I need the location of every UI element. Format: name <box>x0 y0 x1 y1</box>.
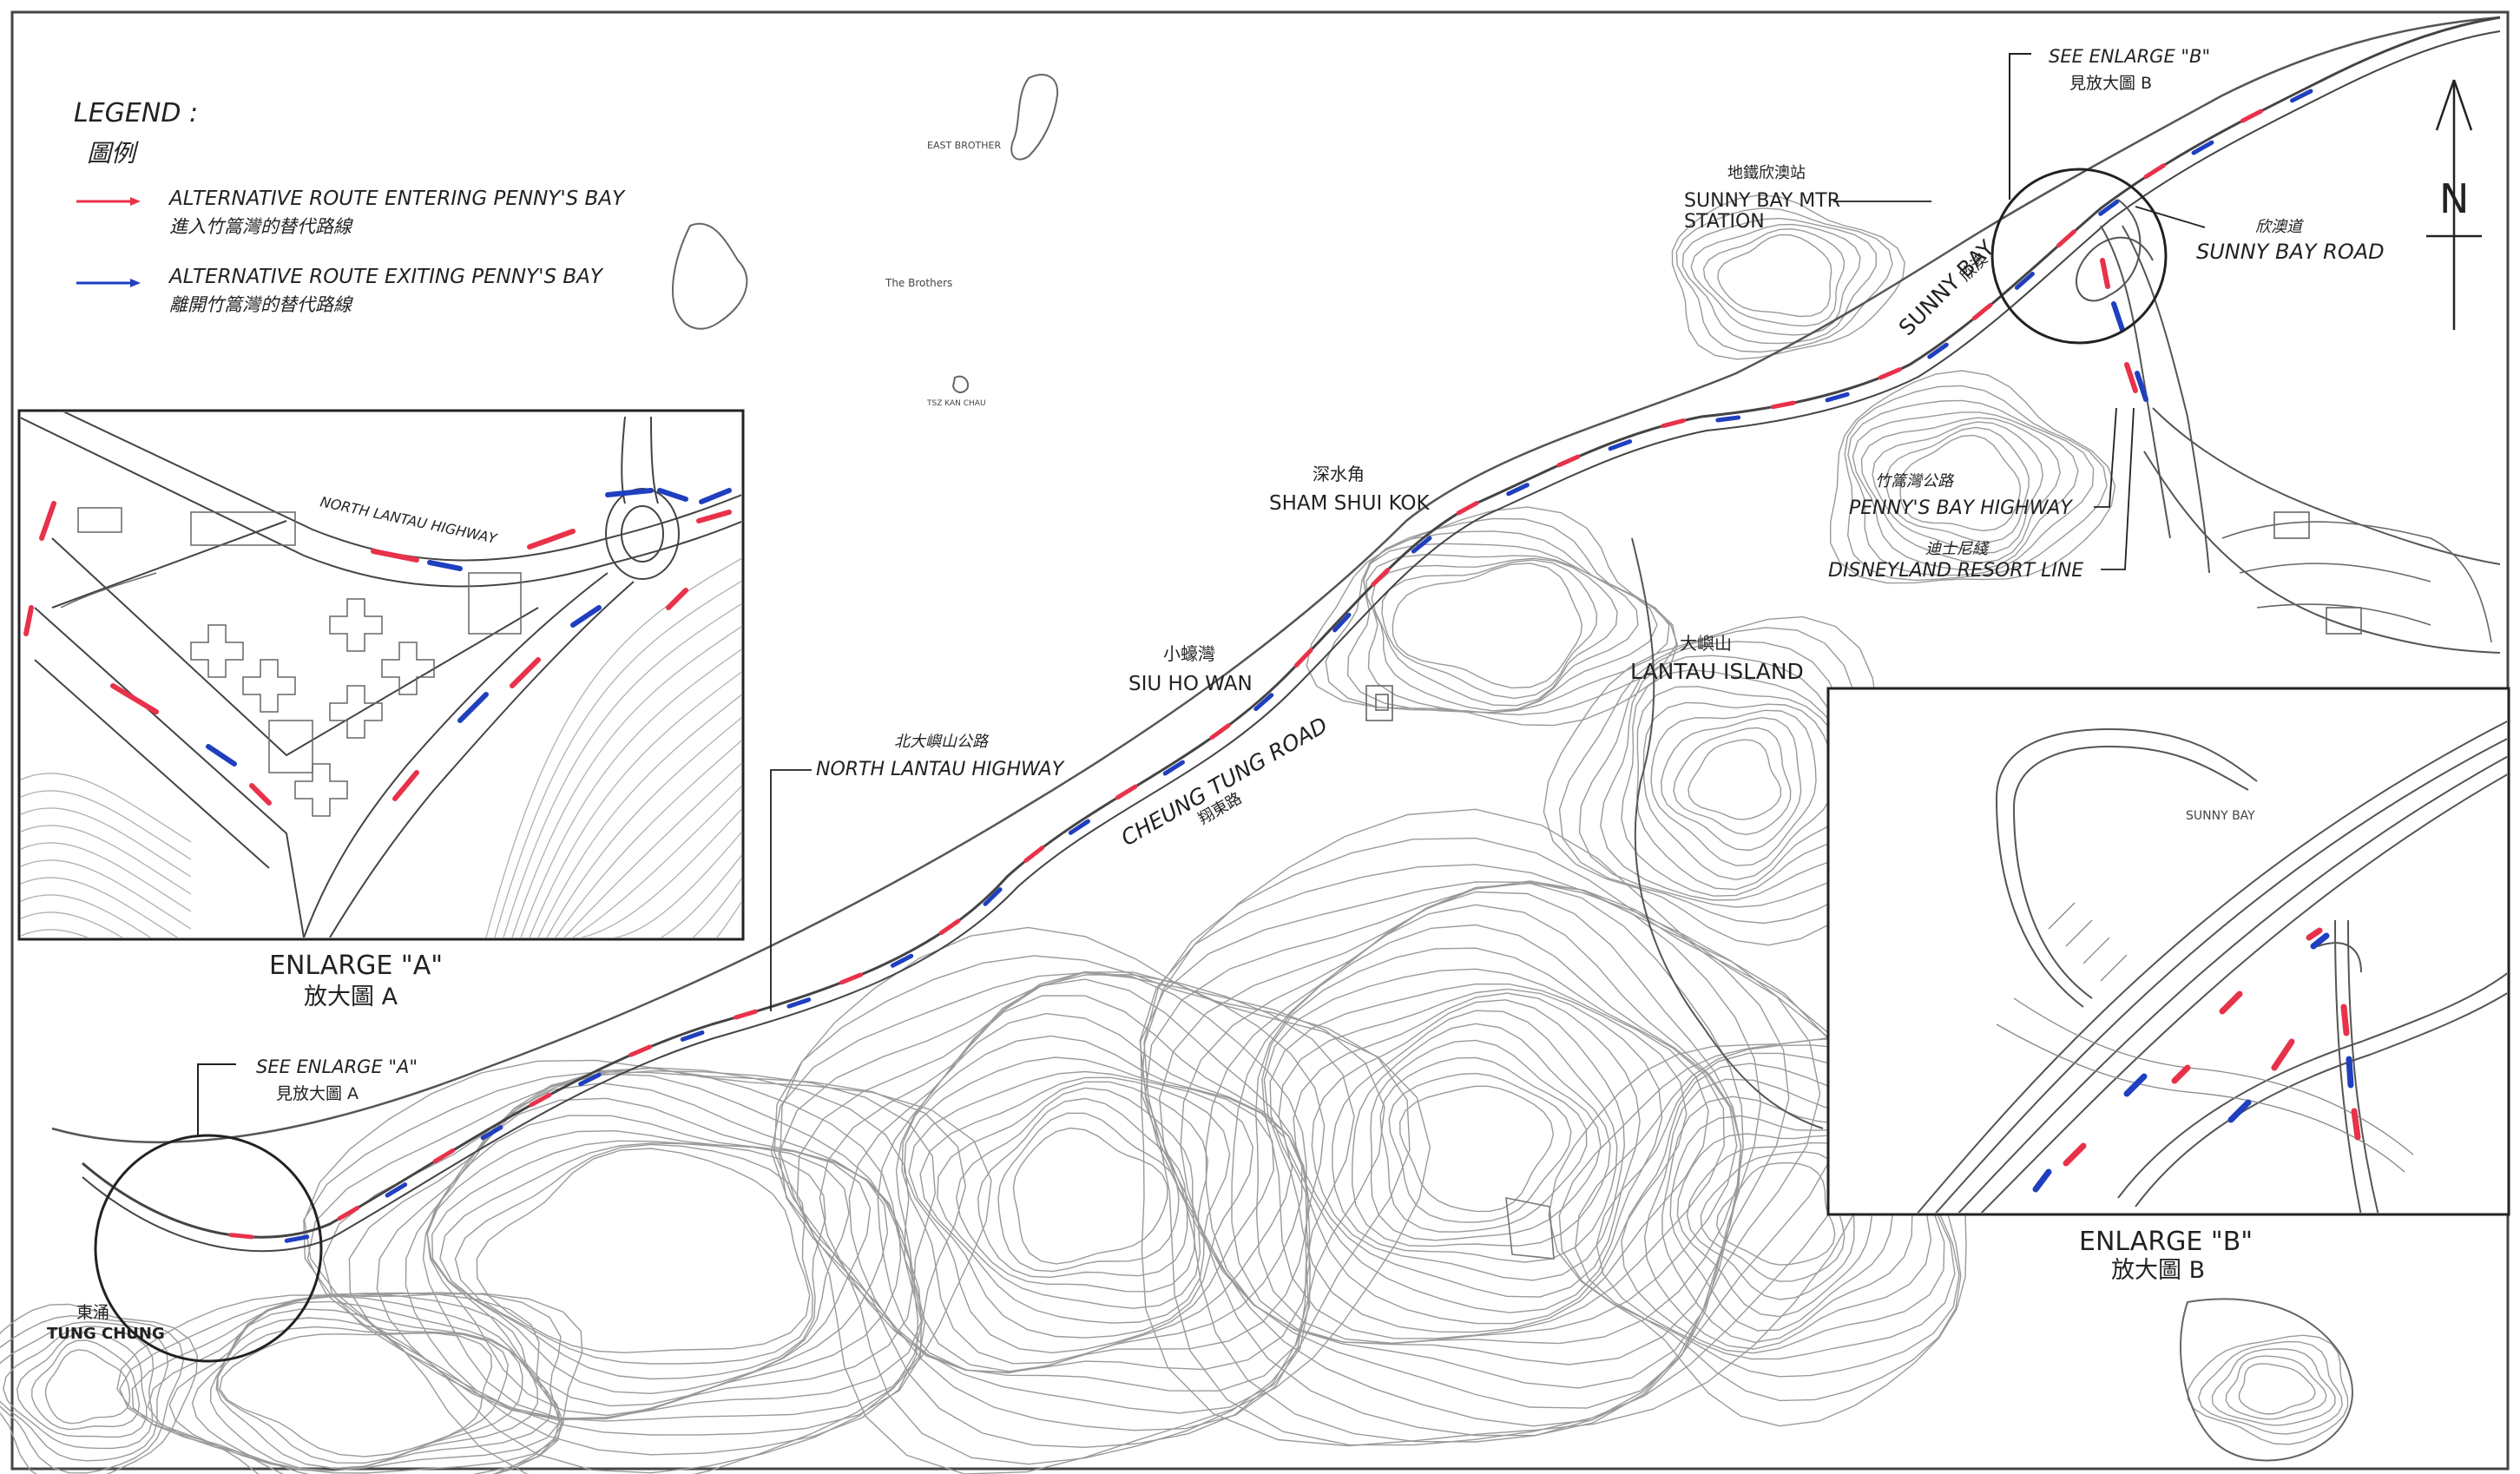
cheung-tung-road-label: CHEUNG TUNG ROAD <box>1117 712 1332 851</box>
siu-ho-wan-label-zh: 小蠔灣 <box>1163 643 1215 664</box>
enlarge-a-title: ENLARGE "A" <box>269 951 443 981</box>
enlarge-a-callout: SEE ENLARGE "A" 見放大圖 A <box>94 1056 418 1363</box>
enlarge-b-title-zh: 放大圖 B <box>2111 1257 2205 1284</box>
north-lantau-highway-edge <box>82 30 2501 1253</box>
pennys-bay-development <box>2221 511 2492 643</box>
siu-ho-wan-label: SIU HO WAN <box>1128 673 1253 695</box>
sunny-bay-road-label-zh: 欣澳道 <box>2255 218 2305 236</box>
legend-exiting-label: ALTERNATIVE ROUTE EXITING PENNY'S BAY <box>168 266 604 288</box>
peng-chau-island <box>2179 1298 2353 1462</box>
enlarge-b-sunny-bay-label: SUNNY BAY <box>2186 809 2255 823</box>
north-arrow-label: N <box>2439 175 2469 222</box>
station-label: STATION <box>1684 211 1765 233</box>
reservoir <box>1505 1197 1555 1260</box>
coastline-bay <box>1631 537 1824 1129</box>
pennys-bay-highway-label: PENNY'S BAY HIGHWAY <box>1849 497 2073 519</box>
sunny-bay-road-label: SUNNY BAY ROAD <box>2196 240 2385 264</box>
north-lantau-highway <box>82 16 2501 1239</box>
legend-title: LEGEND : <box>74 98 198 128</box>
lantau-label-zh: 大嶼山 <box>1680 633 1732 654</box>
enlarge-b-callout: SEE ENLARGE "B" 見放大圖 B <box>1990 46 2210 345</box>
legend-entering-label: ALTERNATIVE ROUTE ENTERING PENNY'S BAY <box>168 188 626 210</box>
enlarge-b-title: ENLARGE "B" <box>2079 1227 2253 1257</box>
see-enlarge-b: SEE ENLARGE "B" <box>2049 46 2210 67</box>
disneyland-line-label-zh: 迪士尼綫 <box>1925 540 1990 558</box>
west-brother-island <box>672 222 748 330</box>
legend-exiting-label-zh: 離開竹篙灣的替代路線 <box>169 294 353 315</box>
east-brother-island <box>1010 74 1059 161</box>
pennys-bay-highway-label-zh: 竹篙灣公路 <box>1875 472 1955 490</box>
nlh-label-zh: 北大嶼山公路 <box>894 733 990 751</box>
enlarge-b-inset: SUNNY BAY <box>1826 687 2510 1216</box>
tsz-kan-chau-island <box>951 375 969 393</box>
sunny-bay-interchange <box>2075 199 2501 654</box>
lantau-label: LANTAU ISLAND <box>1630 659 1804 684</box>
see-enlarge-b-zh: 見放大圖 B <box>2069 74 2152 93</box>
sunny-bay-circle-label: SUNNY BAY <box>1894 235 2000 341</box>
enlarge-a-inset: NORTH LANTAU HIGHWAY <box>17 409 745 941</box>
siu-ho-wan-depot <box>1365 685 1393 721</box>
disneyland-line-label: DISNEYLAND RESORT LINE <box>1828 560 2083 582</box>
enlarge-a-title-zh: 放大圖 A <box>304 984 398 1010</box>
legend-entering-label-zh: 進入竹篙灣的替代路線 <box>169 216 353 237</box>
sham-shui-kok-label-zh: 深水角 <box>1313 464 1365 484</box>
see-enlarge-a-zh: 見放大圖 A <box>276 1084 359 1103</box>
sham-shui-kok-label: SHAM SHUI KOK <box>1269 492 1431 515</box>
tsz-kan-chau-label: TSZ KAN CHAU <box>926 399 986 408</box>
legend-title-zh: 圖例 <box>87 139 139 168</box>
enlarge-b-circle <box>1990 168 2168 345</box>
east-brother-label: EAST BROTHER <box>927 140 1001 151</box>
see-enlarge-a: SEE ENLARGE "A" <box>256 1056 418 1077</box>
the-brothers-label: The Brothers <box>885 277 952 289</box>
north-arrow <box>2426 79 2482 330</box>
coastline <box>51 16 2501 1144</box>
alternative-route-dashes <box>228 89 2313 1243</box>
pennys-bay-route-markers <box>2100 258 2148 402</box>
sunny-bay-mtr-label: SUNNY BAY MTR <box>1684 190 1840 212</box>
enlarge-a-circle <box>94 1134 323 1363</box>
legend: LEGEND : 圖例 ALTERNATIVE ROUTE ENTERING P… <box>74 98 626 315</box>
sunny-bay-mtr-label-zh: 地鐵欣澳站 <box>1727 164 1806 182</box>
tung-chung-label-zh: 東涌 <box>76 1303 109 1322</box>
tung-chung-label: TUNG CHUNG <box>47 1325 165 1343</box>
nlh-label: NORTH LANTAU HIGHWAY <box>816 759 1065 780</box>
